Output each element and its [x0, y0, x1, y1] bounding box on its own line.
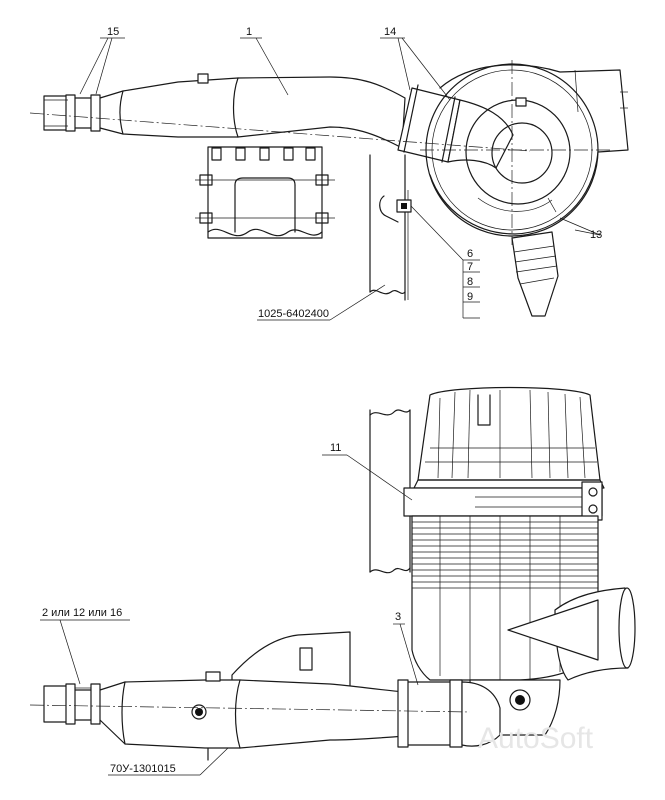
callout-alt-parts: 2 или 12 или 16	[42, 607, 122, 619]
callout-3: 3	[395, 611, 401, 623]
callout-1: 1	[246, 26, 252, 38]
cleaner-cap	[413, 386, 605, 489]
centerline-top	[29, 112, 531, 152]
callout-14: 14	[384, 26, 396, 38]
top-view: 15 1 14 13 6 7 8 9 1025-6402400	[29, 26, 629, 321]
callout-7: 7	[467, 261, 473, 273]
side-view: 11 3 2 или 12 или 16 70У-1301015	[29, 386, 636, 776]
callout-11: 11	[330, 442, 341, 454]
callout-6: 6	[467, 248, 473, 260]
clamp-band	[403, 481, 603, 521]
callout-13: 13	[590, 229, 602, 241]
part-number-pipe: 70У-1301015	[110, 763, 176, 775]
callout-9: 9	[467, 291, 473, 303]
centerline-side	[29, 704, 471, 713]
bracket-plate	[195, 146, 335, 239]
watermark: AutoSoft	[478, 722, 594, 755]
frame-rail-top	[369, 154, 409, 301]
part-number-bracket: 1025-6402400	[258, 308, 329, 320]
intake-pipe-top	[43, 73, 514, 169]
outlet-elbow	[507, 587, 636, 681]
bracket-bolts	[195, 147, 335, 224]
leaders-side	[40, 454, 419, 776]
callout-8: 8	[467, 276, 473, 288]
intake-pipe-side	[43, 631, 501, 761]
callout-15: 15	[107, 26, 119, 38]
leaders-top	[79, 37, 601, 321]
